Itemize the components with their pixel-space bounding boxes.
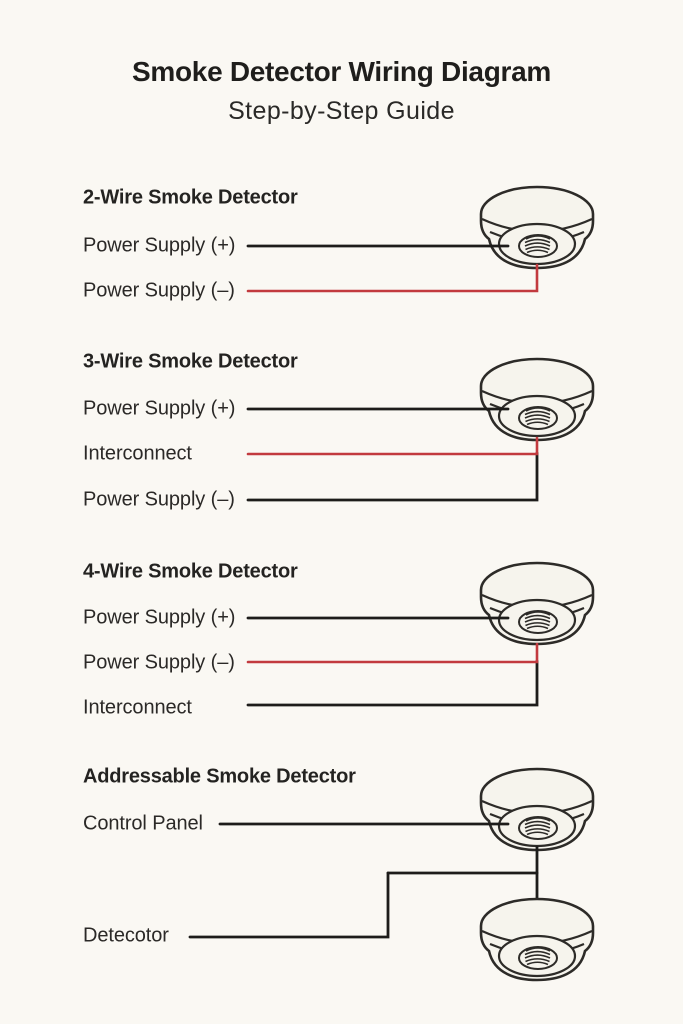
smoke-detector-illustration-4wire bbox=[479, 561, 595, 646]
smoke-detector-illustration-addressable-1 bbox=[479, 767, 595, 852]
wire-label-2wire-power-minus: Power Supply (–) bbox=[83, 279, 235, 302]
page-subtitle: Step-by-Step Guide bbox=[228, 97, 455, 125]
smoke-detector-illustration-3wire bbox=[479, 357, 595, 442]
section-heading-addressable: Addressable Smoke Detector bbox=[83, 765, 356, 788]
wire-4wire-interconnect bbox=[246, 659, 539, 707]
wire-label-3wire-power-plus: Power Supply (+) bbox=[83, 397, 236, 420]
wire-label-addressable-detector: Detecotor bbox=[83, 924, 169, 947]
wire-addressable-detector bbox=[188, 871, 390, 939]
wire-2wire-power-minus bbox=[246, 263, 539, 293]
section-heading-4wire: 4-Wire Smoke Detector bbox=[83, 560, 298, 583]
wire-label-4wire-power-minus: Power Supply (–) bbox=[83, 651, 235, 674]
section-heading-2wire: 2-Wire Smoke Detector bbox=[83, 186, 298, 209]
wire-label-addressable-control-panel: Control Panel bbox=[83, 812, 203, 835]
wire-label-4wire-interconnect: Interconnect bbox=[83, 696, 192, 719]
wire-label-3wire-power-minus: Power Supply (–) bbox=[83, 488, 235, 511]
wire-label-4wire-power-plus: Power Supply (+) bbox=[83, 606, 236, 629]
wire-3wire-power-minus bbox=[246, 451, 539, 502]
smoke-detector-illustration-addressable-2 bbox=[479, 897, 595, 982]
page-title: Smoke Detector Wiring Diagram bbox=[132, 56, 551, 87]
wire-label-2wire-power-plus: Power Supply (+) bbox=[83, 234, 236, 257]
section-heading-3wire: 3-Wire Smoke Detector bbox=[83, 350, 298, 373]
smoke-detector-illustration-2wire bbox=[479, 185, 595, 270]
wire-3wire-interconnect bbox=[246, 436, 539, 456]
wire-label-3wire-interconnect: Interconnect bbox=[83, 442, 192, 465]
wire-4wire-power-minus bbox=[246, 642, 539, 664]
